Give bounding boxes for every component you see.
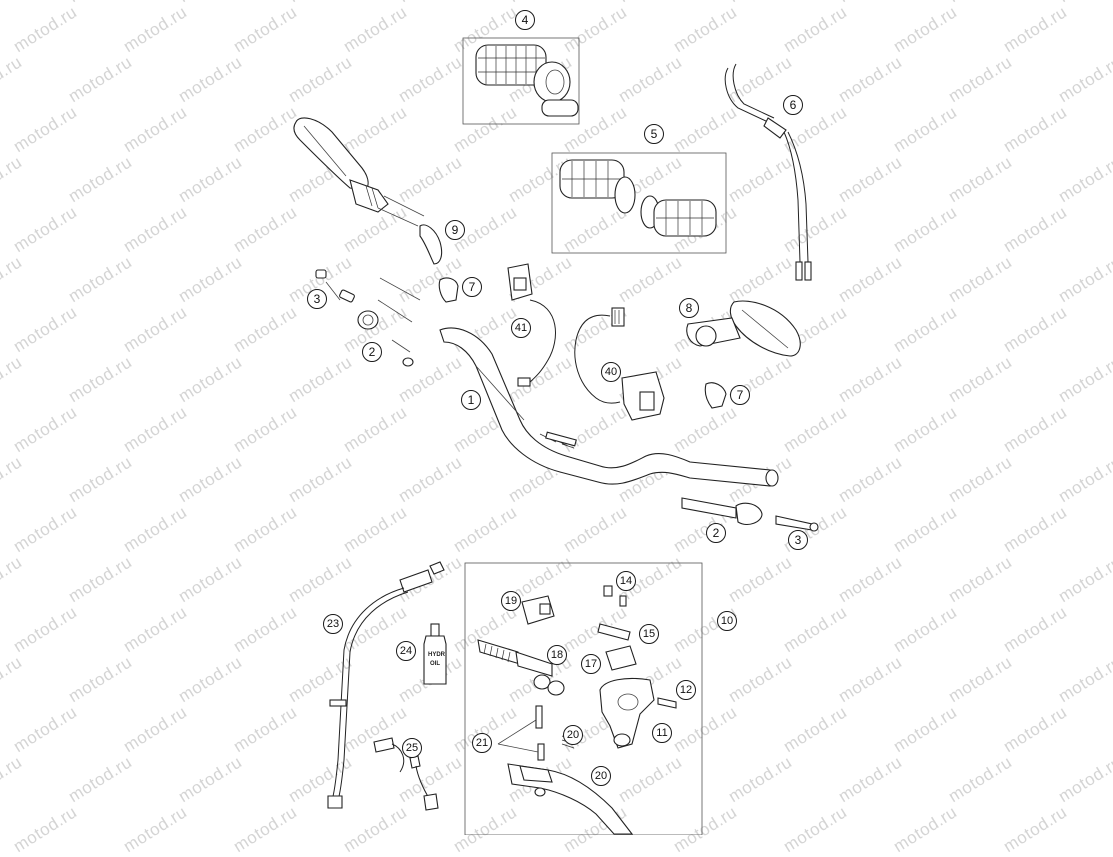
callout-18[interactable]: 19	[501, 591, 521, 611]
callout-4[interactable]: 4	[515, 10, 535, 30]
right-handguard-part	[686, 300, 801, 409]
callout-21[interactable]: 21	[472, 733, 492, 753]
brake-lines-part	[373, 737, 439, 811]
callout-8[interactable]: 8	[679, 298, 699, 318]
bottle-label-line-1: HYDR	[428, 652, 446, 658]
callout-2-left[interactable]: 2	[362, 342, 382, 362]
bottle-label-line-2: OIL	[430, 661, 440, 667]
master-cylinder-frame	[464, 562, 703, 835]
callout-20[interactable]: 20	[591, 766, 611, 786]
callout-14[interactable]: 14	[616, 571, 636, 591]
callout-19[interactable]: 20	[563, 725, 583, 745]
left-bar-end-parts	[315, 269, 459, 367]
handlebar-part	[439, 327, 779, 487]
callout-40[interactable]: 40	[601, 362, 621, 382]
callout-5[interactable]: 5	[644, 124, 664, 144]
callout-3-right[interactable]: 3	[788, 530, 808, 550]
callout-24[interactable]: 24	[396, 641, 416, 661]
master-cylinder-parts	[477, 585, 677, 835]
right-bar-end-parts	[681, 497, 819, 532]
switch-41-part	[507, 263, 556, 387]
callout-41[interactable]: 41	[511, 318, 531, 338]
callout-6[interactable]: 6	[783, 95, 803, 115]
callout-3-left[interactable]: 3	[307, 289, 327, 309]
callout-12[interactable]: 12	[676, 680, 696, 700]
diagram-drawing: HYDR OIL	[293, 37, 819, 835]
grip-pair-part	[559, 159, 717, 237]
callout-2-right[interactable]: 2	[706, 523, 726, 543]
callout-25[interactable]: 25	[402, 738, 422, 758]
callout-17[interactable]: 18	[547, 645, 567, 665]
hydraulic-oil-bottle-part: HYDR OIL	[423, 623, 447, 685]
callout-11[interactable]: 11	[652, 723, 672, 743]
grip-5-frame	[551, 152, 727, 254]
left-handguard-part	[293, 117, 443, 265]
callout-7-right[interactable]: 7	[730, 385, 750, 405]
callout-1[interactable]: 1	[461, 390, 481, 410]
callout-9[interactable]: 9	[445, 220, 465, 240]
callout-10[interactable]: 10	[717, 611, 737, 631]
switch-40-part	[574, 307, 665, 421]
throttle-cable-part	[724, 63, 812, 281]
callout-7-left[interactable]: 7	[462, 277, 482, 297]
grip-4-frame	[462, 37, 580, 125]
callout-23[interactable]: 23	[323, 614, 343, 634]
brake-hose-part	[327, 561, 445, 809]
throttle-grip-part	[475, 44, 579, 117]
callout-15[interactable]: 15	[639, 624, 659, 644]
callout-16[interactable]: 17	[581, 654, 601, 674]
